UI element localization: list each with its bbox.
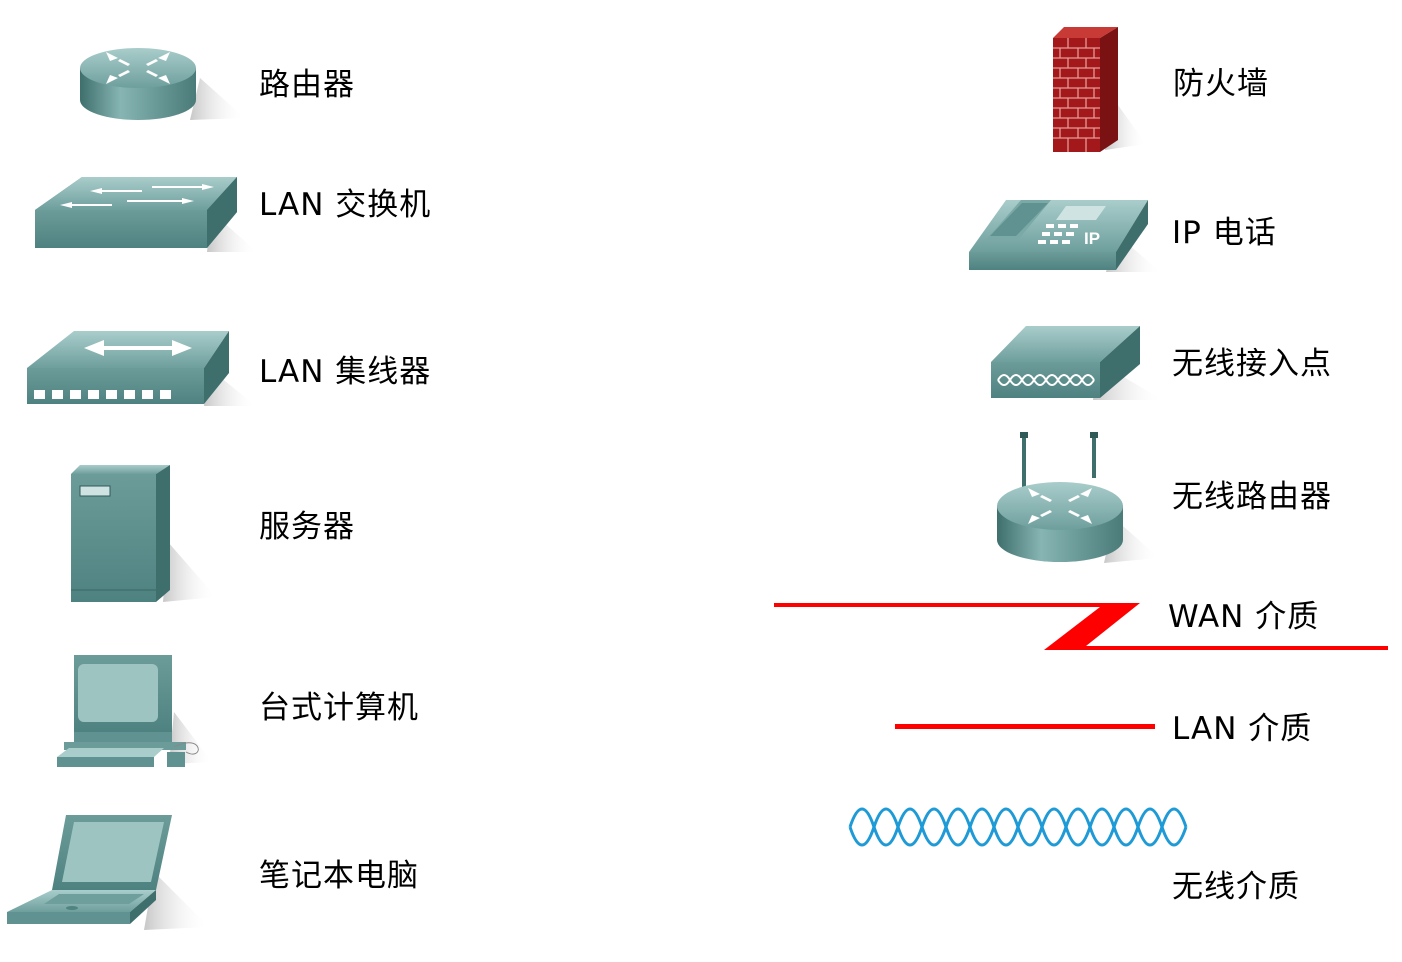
- ip-phone-icon: IP: [966, 194, 1166, 276]
- lan-media-icon: [893, 722, 1158, 732]
- server-label: 服务器: [259, 509, 355, 545]
- wan-media-label: WAN 介质: [1168, 599, 1320, 635]
- wireless-access-point-label: 无线接入点: [1172, 346, 1332, 382]
- desktop-computer-label: 台式计算机: [259, 690, 419, 726]
- wireless-router-label: 无线路由器: [1172, 479, 1332, 515]
- lan-hub-icon: [24, 328, 264, 410]
- wan-media-icon: [772, 600, 1392, 652]
- wireless-access-point-icon: [988, 322, 1168, 402]
- laptop-icon: [4, 812, 214, 932]
- desktop-computer-icon: [54, 652, 214, 772]
- lan-switch-label: LAN 交换机: [259, 187, 432, 223]
- wireless-media-icon: [846, 804, 1198, 850]
- firewall-icon: [1050, 24, 1150, 156]
- lan-media-label: LAN 介质: [1172, 711, 1313, 747]
- wireless-router-icon: [994, 428, 1164, 568]
- ip-phone-icon-text: IP: [1084, 229, 1100, 248]
- firewall-label: 防火墙: [1173, 66, 1269, 102]
- lan-hub-label: LAN 集线器: [259, 354, 432, 390]
- router-icon: [70, 28, 250, 128]
- laptop-label: 笔记本电脑: [259, 858, 419, 894]
- router-label: 路由器: [259, 67, 355, 103]
- server-icon: [68, 462, 218, 608]
- ip-phone-label: IP 电话: [1172, 215, 1277, 251]
- lan-switch-icon: [32, 172, 262, 262]
- wireless-media-label: 无线介质: [1172, 869, 1300, 905]
